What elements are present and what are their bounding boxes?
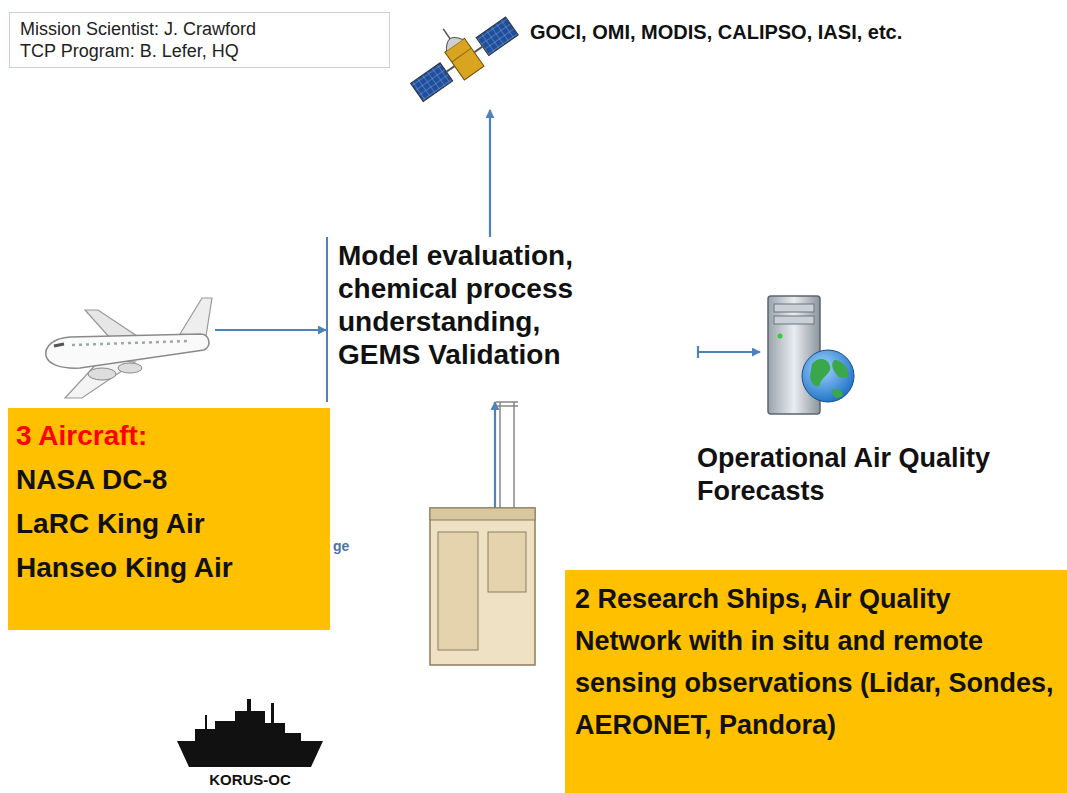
arrow-connector (697, 346, 760, 358)
note-label: ge (333, 538, 349, 554)
node-text: Operational Air Quality Forecasts (697, 442, 1057, 508)
comp-illustration (760, 290, 860, 420)
node-text: Mission Scientist: J. Crawford (20, 18, 379, 40)
server-node: Operational Air Quality Forecasts (760, 290, 860, 508)
sat-illustration (415, 8, 515, 110)
arrow-connector (490, 110, 491, 237)
satellite-node: GOCI, OMI, MODIS, CALIPSO, IASI, etc. (415, 8, 515, 110)
plane-illustration (40, 290, 215, 402)
node-text: LaRC King Air (16, 502, 322, 546)
aircraft-node: 3 Aircraft:NASA DC-8LaRC King AirHanseo … (40, 290, 215, 630)
process-text-node: Model evaluation, chemical process under… (326, 237, 697, 402)
network-box: 2 Research Ships, Air Quality Network wi… (565, 570, 1067, 793)
ship-node: KORUS-OC (175, 695, 325, 791)
node-text: TCP Program: B. Lefer, HQ (20, 40, 379, 62)
node-text: Hanseo King Air (16, 546, 322, 590)
ship-illustration (175, 695, 325, 769)
arrow-connector (495, 402, 496, 508)
ground-station-node: 2 Research Ships, Air Quality Network wi… (430, 508, 535, 793)
node-text: 2 Research Ships, Air Quality Network wi… (575, 578, 1057, 746)
node-text: Model evaluation, chemical process under… (338, 239, 594, 371)
tower-illustration (430, 400, 535, 665)
node-text: 3 Aircraft: (16, 414, 322, 458)
node-text: KORUS-OC (175, 771, 325, 789)
aircraft-box: 3 Aircraft:NASA DC-8LaRC King AirHanseo … (8, 408, 330, 630)
node-text: NASA DC-8 (16, 458, 322, 502)
info-box: Mission Scientist: J. CrawfordTCP Progra… (9, 12, 390, 68)
arrow-connector (215, 330, 326, 331)
node-text: GOCI, OMI, MODIS, CALIPSO, IASI, etc. (530, 20, 902, 44)
